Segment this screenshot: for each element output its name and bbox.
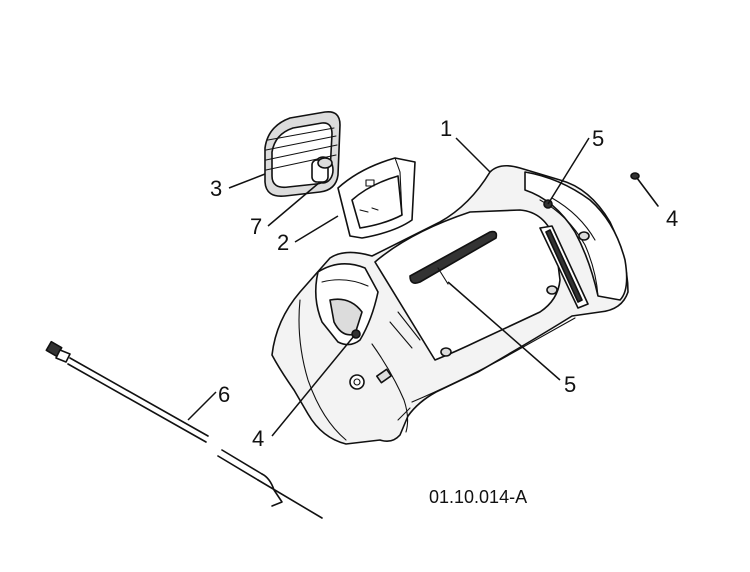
bulb-socket — [311, 156, 334, 184]
slot-insert-top — [409, 230, 498, 285]
callout-2: 2 — [277, 230, 289, 255]
headlight-frame — [337, 157, 416, 239]
hood-body — [271, 164, 629, 445]
callout-1: 1 — [440, 116, 452, 141]
wire-harness — [45, 340, 323, 519]
screw-right — [630, 172, 659, 207]
figure-code: 01.10.014-A — [429, 487, 527, 507]
slot-insert-side — [539, 225, 589, 309]
headlight-housing — [264, 110, 341, 198]
callout-4-right: 4 — [666, 206, 678, 231]
leader-lines — [187, 137, 590, 437]
callout-5-bottom: 5 — [564, 372, 576, 397]
callout-6: 6 — [218, 382, 230, 407]
callout-4-left: 4 — [252, 426, 264, 451]
callout-3: 3 — [210, 176, 222, 201]
callout-5-top: 5 — [592, 126, 604, 151]
callout-7: 7 — [250, 214, 262, 239]
